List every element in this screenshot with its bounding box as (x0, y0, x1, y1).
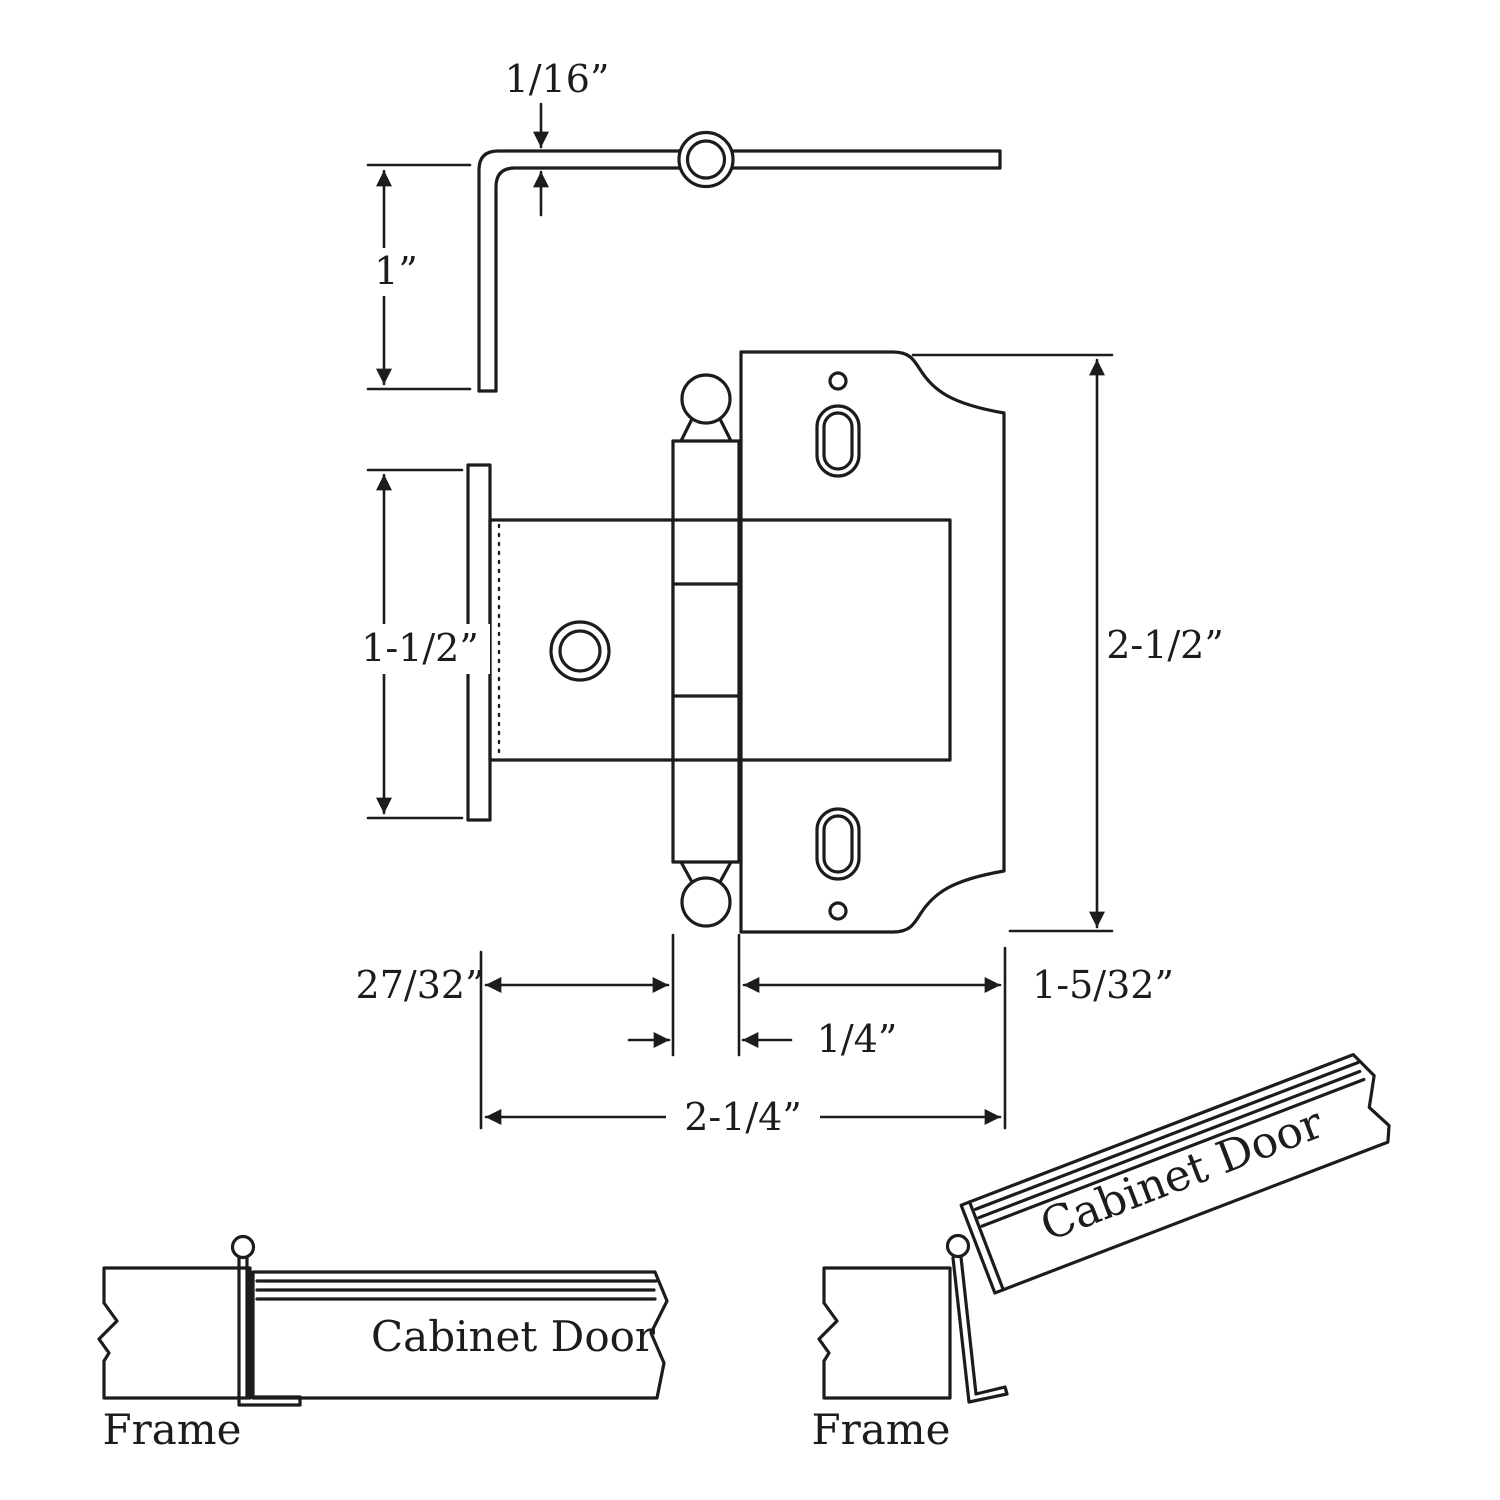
dim-label-leaf-thickness: 1/16” (505, 57, 610, 101)
open-frame-block (817, 1266, 952, 1400)
open-door-molding-2 (977, 1069, 1362, 1220)
closed-frame-block (97, 1266, 252, 1400)
frame-plate-slot-top-outer (815, 404, 861, 478)
profile-leaf-inner (494, 166, 1002, 393)
open-hinge-ball (945, 1233, 971, 1259)
frame-plate-slot-top-inner (822, 411, 854, 471)
frame-plate-slot-bottom-inner (822, 814, 854, 874)
closed-hinge-leaf (237, 1256, 302, 1407)
open-door-molding-3 (980, 1077, 1366, 1228)
bottom-ball-finial (680, 876, 732, 928)
closed-door-label: Cabinet Door (371, 1312, 656, 1361)
open-frame-label: Frame (812, 1405, 951, 1454)
closed-view (97, 1234, 669, 1407)
door-leaf-screw-hole-inner (558, 629, 602, 673)
open-hinge-leaf (951, 1255, 1009, 1404)
open-view: Cabinet Door (817, 1053, 1391, 1404)
frame-plate-pilot-hole-bottom (828, 901, 848, 921)
top-neck-left (679, 417, 694, 443)
dim-label-side-leaf-depth: 1” (374, 249, 418, 293)
dim-label-door-wrap-height: 1-1/2” (361, 626, 479, 670)
closed-door-outline (251, 1270, 669, 1400)
open-door-outline (959, 1053, 1391, 1295)
dimension-text-backgrounds (352, 248, 820, 1142)
top-neck-right (718, 417, 733, 443)
closed-frame-label: Frame (103, 1405, 242, 1454)
open-door-molding-1 (973, 1060, 1360, 1211)
dim-label-overall-width: 2-1/4” (684, 1095, 802, 1139)
front-view (466, 350, 1006, 934)
dim-label-frame-side-width: 1-5/32” (1032, 963, 1174, 1007)
bottom-neck-left (679, 860, 694, 884)
door-leaf (488, 518, 675, 762)
frame-plate-outline (739, 350, 1006, 934)
profile-knuckle-inner (685, 139, 727, 180)
dim-label-door-side-width: 27/32” (356, 963, 485, 1007)
open-door: Cabinet Door (959, 1053, 1391, 1295)
door-leaf-screw-hole-outer (549, 620, 611, 682)
top-ball-finial (680, 373, 732, 425)
dim-label-barrel-width: 1/4” (817, 1017, 898, 1061)
frame-plate-pilot-hole-top (828, 371, 848, 391)
frame-plate-recess (739, 518, 952, 762)
bottom-neck-right (718, 860, 733, 884)
closed-hinge-ball (230, 1234, 256, 1260)
barrel-mask (674, 442, 738, 861)
open-door-hinge-edge (967, 1200, 1005, 1292)
profile-leaf-outer (477, 149, 1002, 393)
dim-label-overall-height: 2-1/2” (1106, 623, 1224, 667)
frame-plate-slot-bottom-outer (815, 807, 861, 881)
profile-view (477, 130, 1002, 393)
